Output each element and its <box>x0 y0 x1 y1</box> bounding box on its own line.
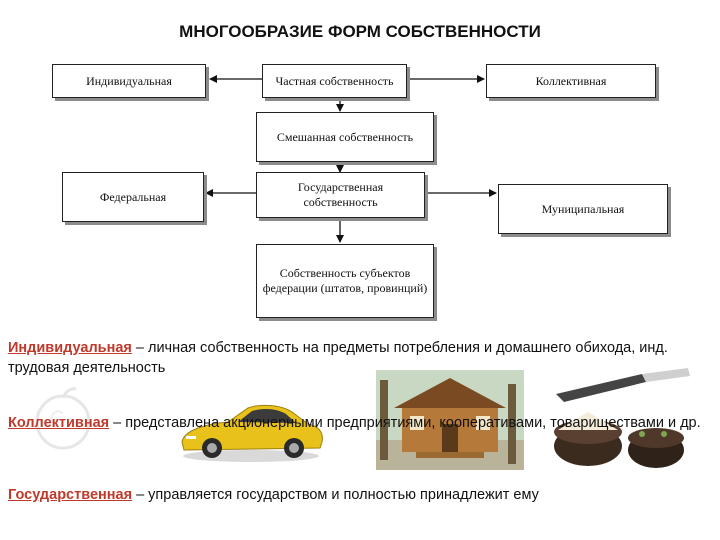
box-mixed-property: Смешанная собственность <box>256 112 434 162</box>
definition-text: – управляется государством и полностью п… <box>132 487 539 503</box>
box-collective: Коллективная <box>486 64 656 98</box>
definition-text: – личная собственность на предметы потре… <box>8 340 668 376</box>
definition-individual: Индивидуальная – личная собственность на… <box>8 338 713 378</box>
box-private-property: Частная собственность <box>262 64 407 98</box>
box-subjects-property: Собственность субъектов федерации (штато… <box>256 244 434 318</box>
wooden-house-image <box>376 370 524 470</box>
definition-text: – представлена акционерными предприятиям… <box>109 415 701 431</box>
term-individual: Индивидуальная <box>8 340 132 356</box>
definition-collective: Коллективная – представлена акционерными… <box>8 413 713 433</box>
box-state-property: Государственная собственность <box>256 172 425 218</box>
page-title: МНОГООБРАЗИЕ ФОРМ СОБСТВЕННОСТИ <box>179 22 541 41</box>
box-federal: Федеральная <box>62 172 204 222</box>
apple-watermark-icon <box>35 387 91 450</box>
knife-and-cake-image <box>554 368 690 468</box>
term-collective: Коллективная <box>8 415 110 431</box>
box-individual: Индивидуальная <box>52 64 206 98</box>
yellow-car-image <box>181 404 323 462</box>
term-state: Государственная <box>8 487 133 503</box>
box-municipal: Муниципальная <box>498 184 668 234</box>
definition-state: Государственная – управляется государств… <box>8 485 713 505</box>
